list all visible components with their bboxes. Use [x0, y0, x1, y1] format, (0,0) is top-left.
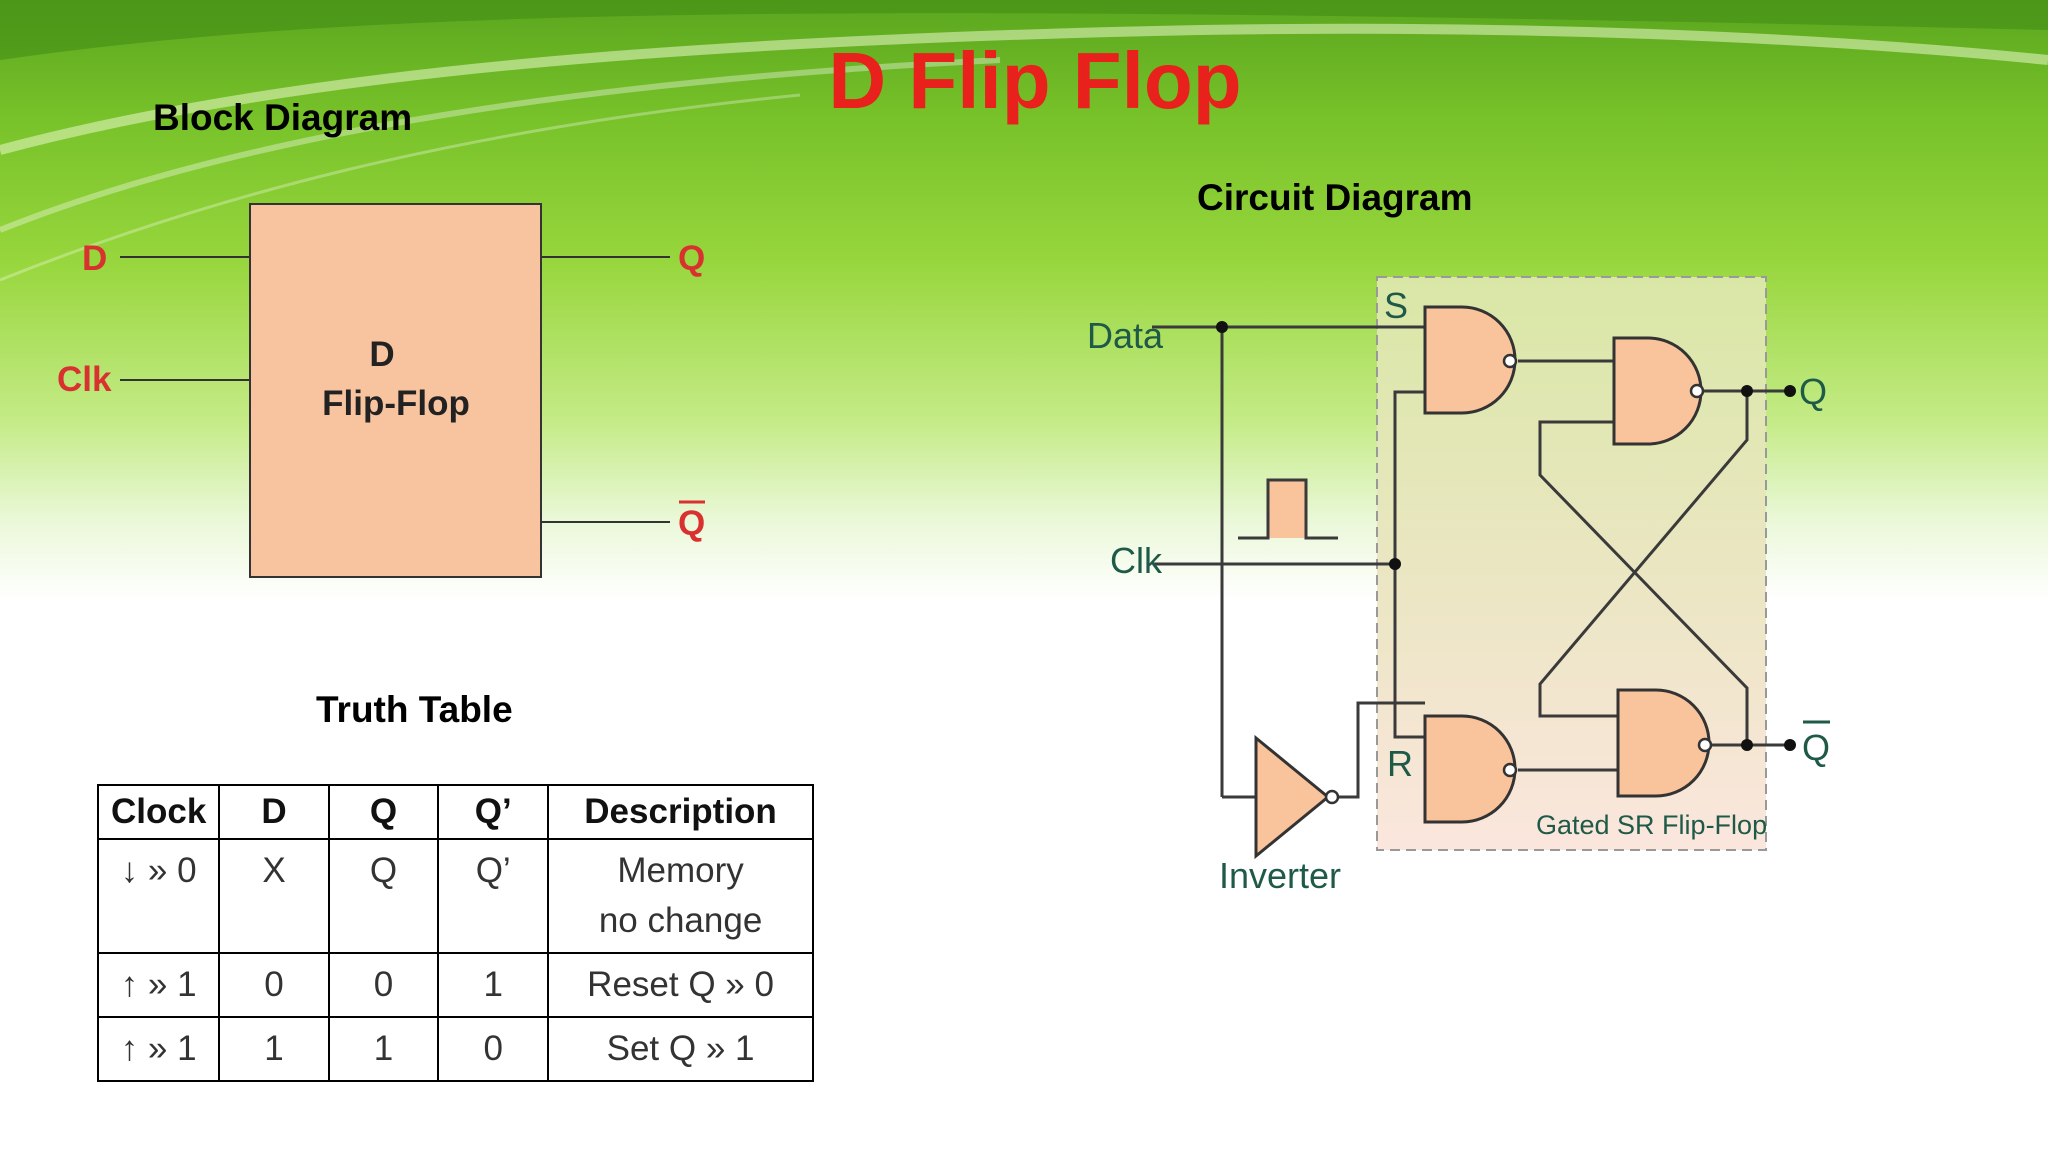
cell-description: Memory no change — [547, 838, 814, 954]
cell-d: 1 — [218, 1016, 330, 1082]
arrow-up-icon: ↑ — [120, 965, 139, 1004]
truth-table: Clock D Q Q’ Description ↓ » 0 X Q Q’ Me… — [96, 784, 814, 1082]
label-q: Q — [1799, 371, 1827, 412]
label-qbar: Q — [1802, 727, 1830, 768]
junction-dots — [1216, 321, 1796, 751]
cell-q-prime: 1 — [437, 952, 550, 1018]
table-header-row: Clock D Q Q’ Description — [96, 784, 814, 840]
block-diagram-heading: Block Diagram — [153, 97, 413, 138]
cell-description: Reset Q » 0 — [547, 952, 814, 1018]
truth-table-heading: Truth Table — [316, 689, 513, 730]
header-q: Q — [327, 784, 440, 840]
background-swoosh — [0, 0, 2048, 155]
bubble-q — [1689, 383, 1705, 399]
output-label-qbar: Q — [678, 504, 705, 543]
input-label-d: D — [82, 239, 107, 278]
label-s: S — [1384, 285, 1408, 326]
circuit-diagram-heading: Circuit Diagram — [1197, 177, 1473, 218]
bubble-qbar — [1697, 737, 1713, 753]
flip-flop-box — [249, 203, 542, 578]
description-line: no change — [598, 901, 763, 940]
cell-d: X — [218, 838, 330, 954]
header-q-prime: Q’ — [437, 784, 550, 840]
cell-clock: ↓ » 0 — [96, 838, 221, 954]
description-line: Memory — [617, 851, 744, 890]
slide-title: D Flip Flop — [828, 36, 1242, 125]
bubble-r — [1502, 762, 1518, 778]
label-data: Data — [1087, 315, 1164, 356]
cell-q-prime: 0 — [437, 1016, 550, 1082]
arrow-up-icon: ↑ — [120, 1029, 139, 1068]
arrow-down-icon: ↓ — [120, 851, 139, 890]
label-inverter: Inverter — [1219, 855, 1341, 896]
cell-q-prime: Q’ — [437, 838, 550, 954]
clock-value: » 0 — [147, 851, 197, 890]
nand-gate-r — [1423, 714, 1517, 824]
box-label-flip-flop: Flip-Flop — [322, 384, 470, 423]
clock-value: » 1 — [147, 1029, 197, 1068]
header-d: D — [218, 784, 330, 840]
label-gated-sr-flip-flop: Gated SR Flip-Flop — [1536, 810, 1767, 840]
cell-q: 0 — [327, 952, 440, 1018]
cell-q: 1 — [327, 1016, 440, 1082]
table-row: ↑ » 1 0 0 1 Reset Q » 0 — [96, 952, 814, 1018]
header-description: Description — [547, 784, 814, 840]
header-clock: Clock — [96, 784, 221, 840]
label-clk: Clk — [1110, 540, 1163, 581]
clock-pulse-icon — [1268, 480, 1306, 538]
table-row: ↓ » 0 X Q Q’ Memory no change — [96, 838, 814, 954]
nand-gate-qbar — [1616, 688, 1711, 798]
cell-d: 0 — [218, 952, 330, 1018]
bubble-s — [1502, 353, 1518, 369]
cell-clock: ↑ » 1 — [96, 952, 221, 1018]
input-label-clk: Clk — [57, 360, 112, 399]
inverter-gate — [1254, 734, 1331, 860]
cell-clock: ↑ » 1 — [96, 1016, 221, 1082]
cell-description: Set Q » 1 — [547, 1016, 814, 1082]
clock-value: » 1 — [147, 965, 197, 1004]
box-label-d: D — [369, 335, 394, 374]
output-label-q: Q — [678, 239, 705, 278]
table-row: ↑ » 1 1 1 0 Set Q » 1 — [96, 1016, 814, 1082]
nand-gate-s — [1423, 305, 1517, 415]
label-r: R — [1387, 743, 1413, 784]
cell-q: Q — [327, 838, 440, 954]
bubble-inverter — [1324, 789, 1340, 805]
